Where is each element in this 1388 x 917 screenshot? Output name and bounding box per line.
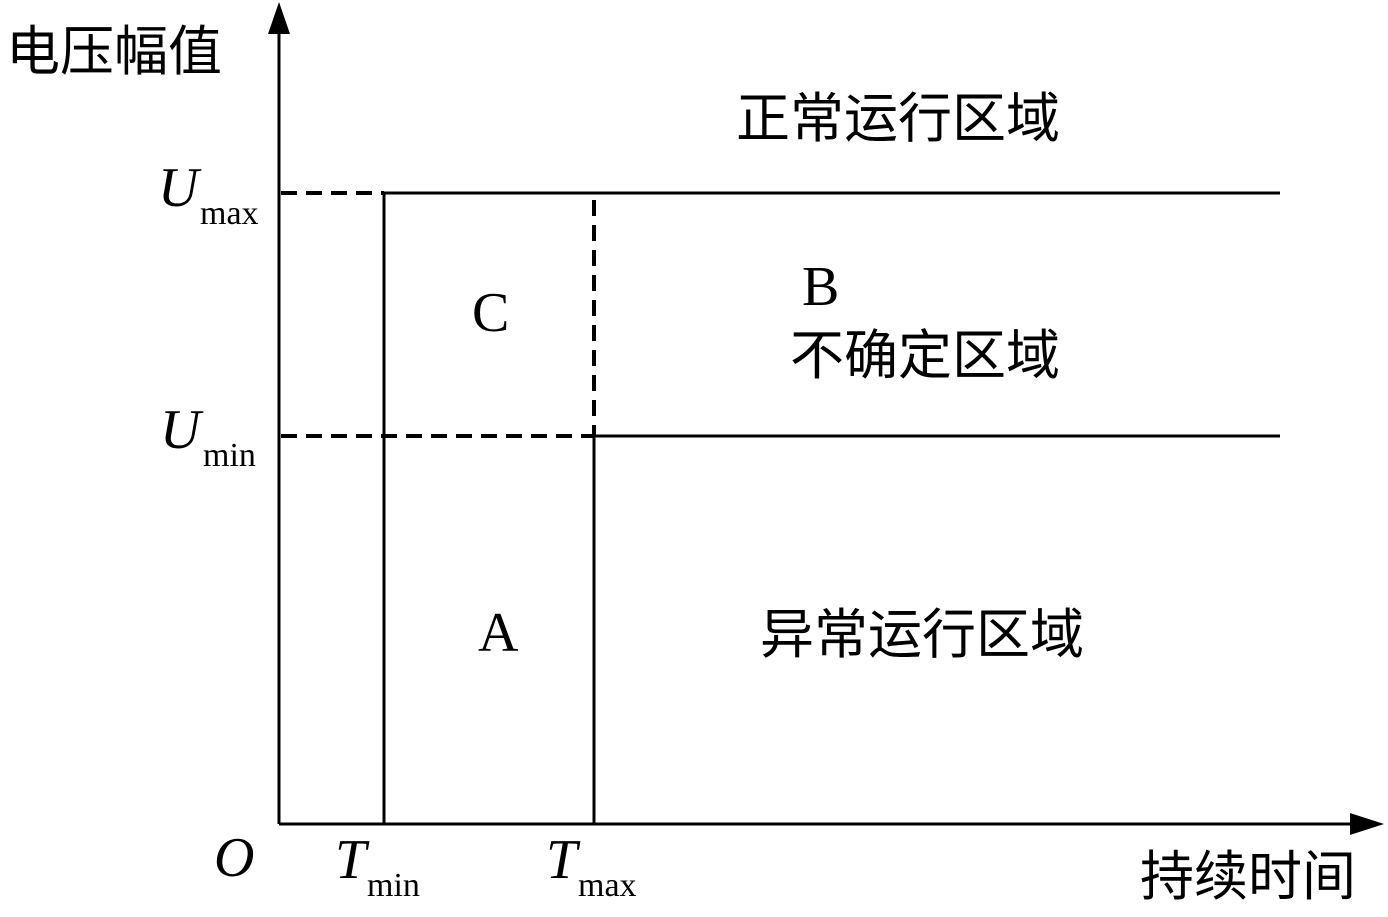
abnormal-region-label: 异常运行区域 bbox=[760, 603, 1084, 666]
t-max-symbol: T bbox=[546, 829, 581, 891]
normal-region-label: 正常运行区域 bbox=[736, 87, 1060, 150]
x-axis-label: 持续时间 bbox=[1140, 845, 1356, 908]
uncertain-region-label: 不确定区域 bbox=[790, 324, 1060, 387]
u-min-symbol: U bbox=[160, 399, 204, 461]
u-min-label: U min bbox=[160, 399, 256, 474]
x-axis-arrow bbox=[1350, 813, 1384, 835]
region-b-letter: B bbox=[802, 256, 839, 318]
region-c-letter: C bbox=[472, 282, 509, 344]
u-max-symbol: U bbox=[158, 157, 202, 219]
t-min-symbol: T bbox=[335, 829, 370, 891]
t-max-label: T max bbox=[546, 829, 637, 904]
u-max-label: U max bbox=[158, 157, 259, 232]
y-axis-label: 电压幅值 bbox=[6, 20, 222, 83]
y-axis-arrow bbox=[268, 2, 290, 34]
u-max-subscript: max bbox=[200, 195, 259, 232]
t-max-subscript: max bbox=[578, 867, 637, 904]
region-a-letter: A bbox=[478, 602, 519, 664]
origin-label: O bbox=[214, 827, 254, 889]
u-min-subscript: min bbox=[203, 437, 256, 474]
t-min-label: T min bbox=[335, 829, 420, 904]
t-min-subscript: min bbox=[367, 867, 420, 904]
